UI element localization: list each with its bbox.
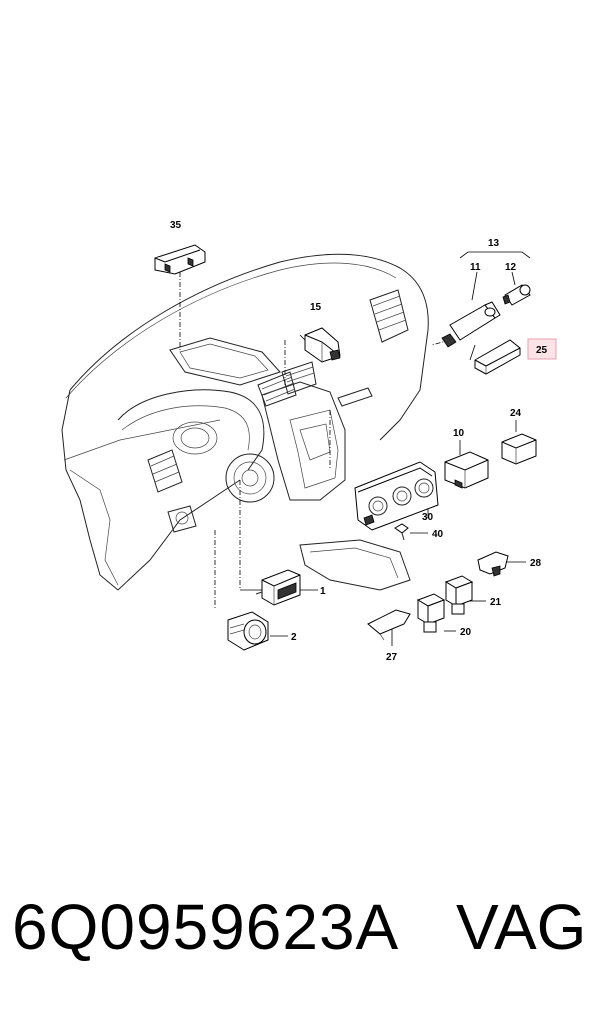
part-27-trim (367, 609, 411, 641)
callout-25: 25 (536, 345, 548, 356)
part-11-switch (441, 301, 501, 348)
part-35-cover (154, 244, 206, 275)
callout-15: 15 (310, 302, 322, 313)
part-24-module (501, 433, 537, 465)
callout-1: 1 (320, 586, 326, 597)
part-28-trim (477, 551, 509, 577)
part-20-part (416, 593, 446, 633)
part-1-switch (255, 569, 301, 606)
dashboard-outline (61, 253, 429, 591)
callout-40: 40 (432, 529, 444, 540)
callout-20: 20 (460, 627, 472, 638)
leader-lines (179, 251, 531, 646)
dashboard-exploded-diagram: 35 13 11 12 15 25 10 24 30 40 28 1 21 2 … (61, 220, 557, 663)
callout-28: 28 (530, 558, 542, 569)
callout-12: 12 (505, 262, 517, 273)
callout-27: 27 (386, 652, 398, 663)
callout-10: 10 (453, 428, 465, 439)
footer: 6Q0959623A VAG (0, 890, 600, 990)
callout-2: 2 (291, 632, 297, 643)
callout-21: 21 (490, 597, 502, 608)
part-30-climate-control (354, 461, 439, 531)
part-number: 6Q0959623A (12, 891, 400, 963)
callout-35: 35 (170, 220, 182, 231)
callout-labels: 35 13 11 12 15 25 10 24 30 40 28 1 21 2 … (170, 220, 557, 663)
part-10-module (444, 451, 489, 489)
callout-25-highlight (527, 338, 557, 360)
part-40-screw (394, 523, 409, 541)
part-2-ignition (227, 611, 269, 651)
part-21-part (444, 575, 474, 615)
part-12-bulb (502, 284, 531, 306)
callout-24: 24 (510, 408, 522, 419)
part-15-module (304, 327, 341, 363)
callout-13: 13 (488, 238, 500, 249)
part-25-switch (474, 339, 521, 375)
brand-name: VAG (456, 891, 587, 963)
callout-30: 30 (422, 512, 434, 523)
callout-11: 11 (470, 262, 481, 273)
